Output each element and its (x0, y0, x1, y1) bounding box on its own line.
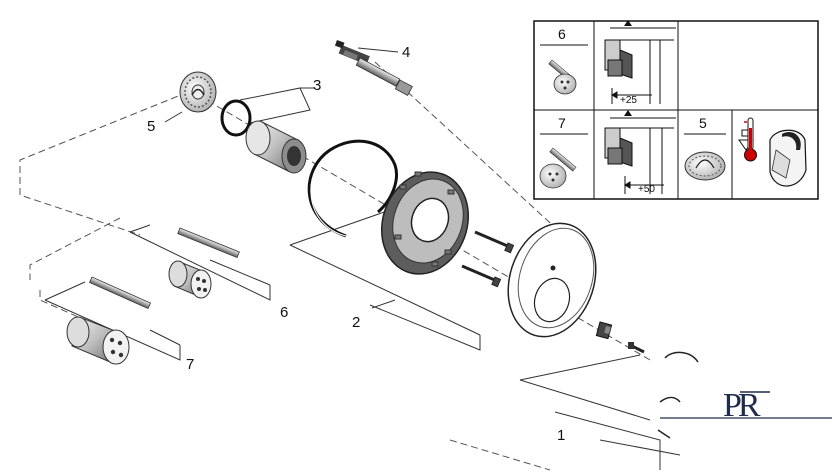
retaining-clip-ring (307, 139, 398, 238)
assembly-axis-lines (19, 61, 651, 471)
detail-install-7 (604, 110, 676, 194)
part-2-mounting-plate (380, 171, 470, 275)
callout-1: 1 (557, 427, 565, 444)
part-3-sleeve (245, 120, 307, 174)
part-6-rod (177, 227, 240, 259)
callout-7: 7 (186, 356, 194, 373)
callout-3: 3 (313, 77, 321, 94)
part-1-handle-outline (657, 351, 699, 439)
part-5-cap (179, 71, 217, 113)
detail-cell-temperature (738, 117, 757, 162)
dimension-plus-50: +50 (638, 184, 655, 195)
dimension-plus-25: +25 (620, 95, 637, 106)
pr-logo: PR (660, 387, 832, 424)
leader-lines (44, 47, 681, 470)
part-7-rod (89, 276, 151, 310)
detail-cell-7: 7 (539, 115, 588, 189)
callout-2: 2 (352, 314, 360, 331)
mounting-screws (461, 230, 515, 288)
detail-install-6 (604, 20, 676, 104)
detail-label-6: 6 (558, 26, 566, 42)
detail-cell-handle (769, 129, 807, 187)
callout-6: 6 (280, 304, 288, 321)
callout-4: 4 (402, 44, 410, 61)
detail-cell-6: 6 (540, 26, 588, 95)
callout-5: 5 (147, 118, 155, 135)
grub-screw (628, 342, 645, 354)
escutcheon-plate (507, 222, 597, 338)
detail-label-5: 5 (699, 115, 707, 131)
callout-numbers: 1 2 3 4 5 6 7 (147, 44, 565, 444)
o-ring (220, 99, 252, 137)
set-screw-block (595, 321, 613, 340)
part-7-cartridge (66, 316, 130, 365)
part-4-spindle (334, 39, 413, 96)
detail-cell-5: 5 (684, 115, 726, 181)
detail-label-7: 7 (558, 115, 566, 131)
part-6-cartridge (168, 260, 212, 299)
